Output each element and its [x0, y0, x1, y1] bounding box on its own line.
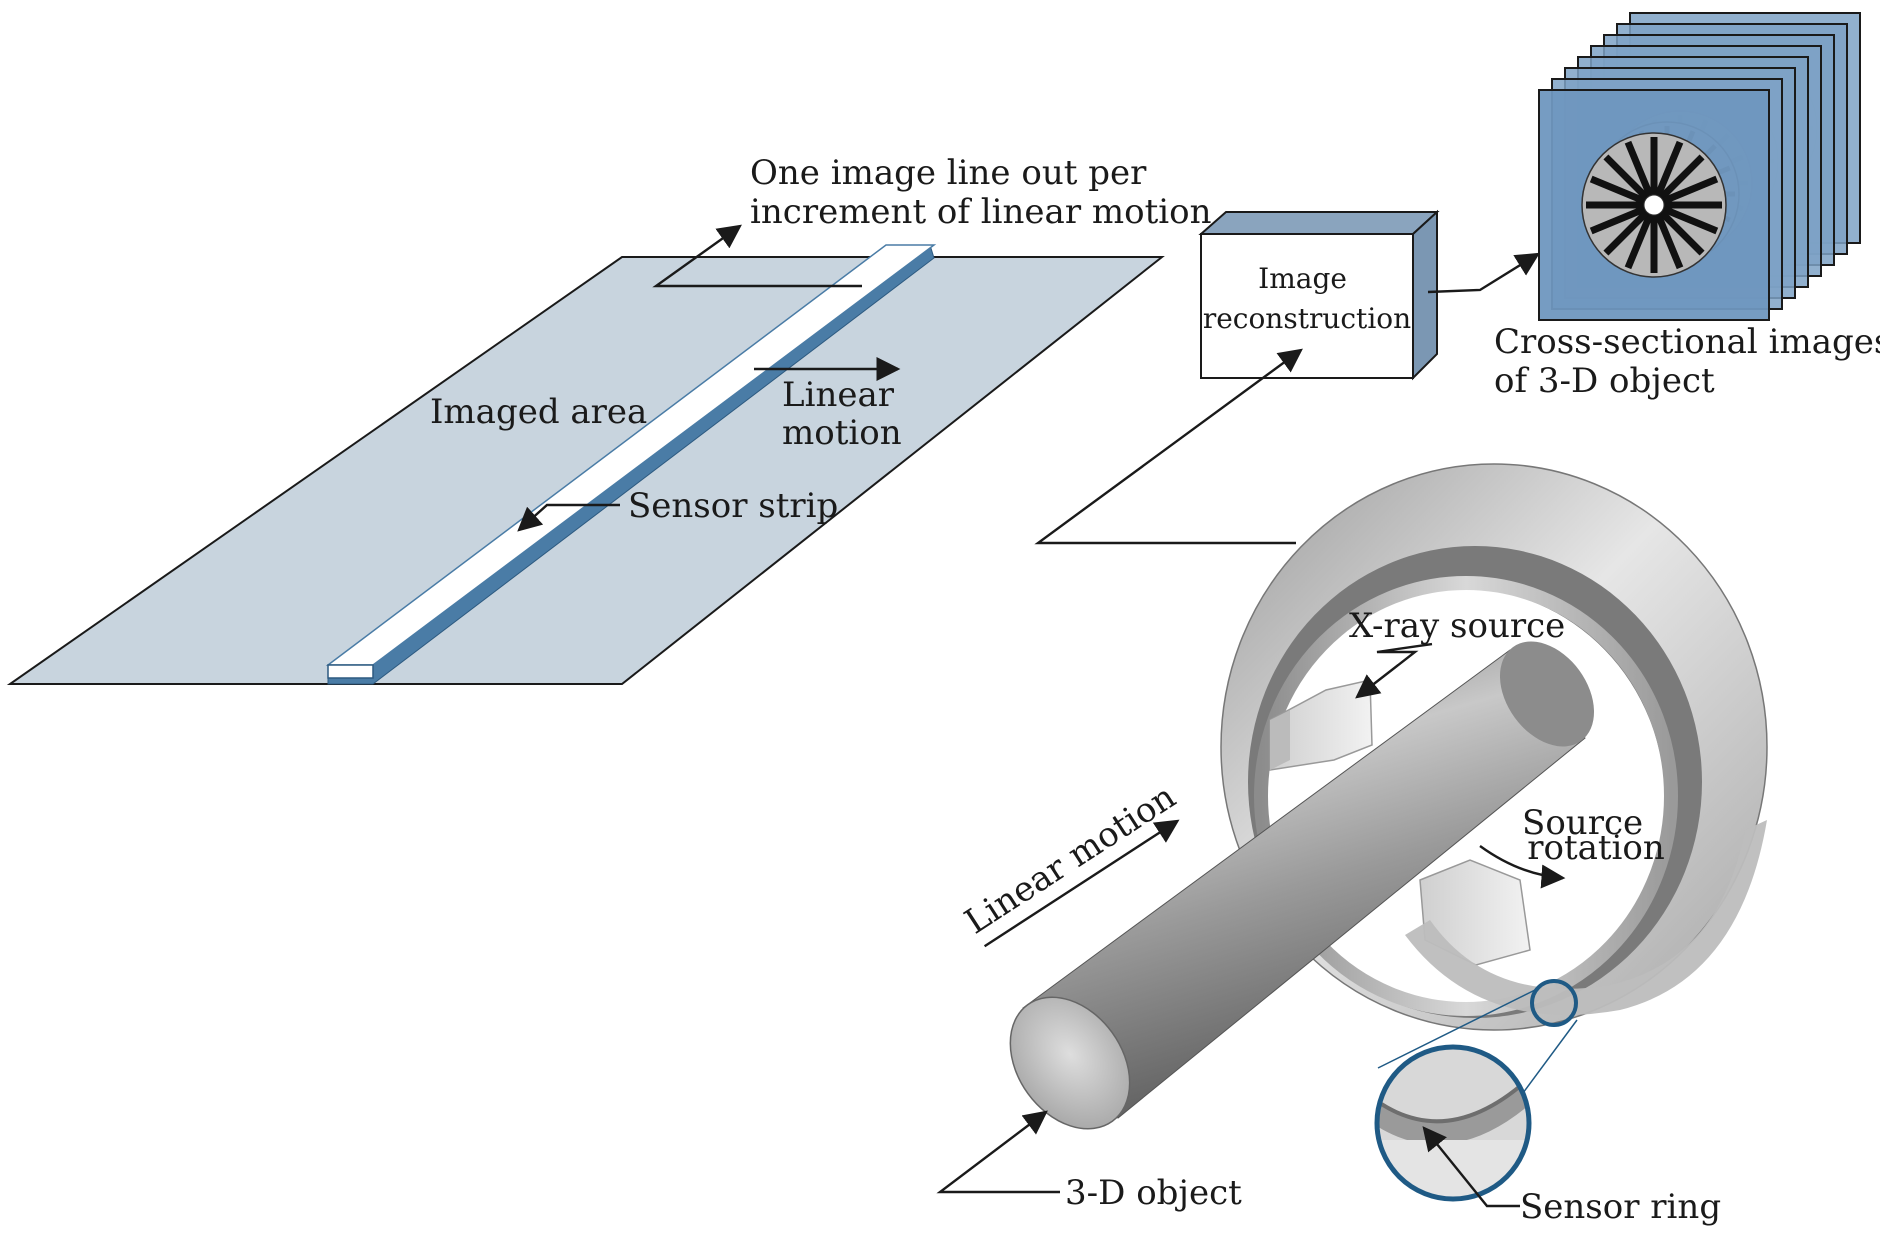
slice-spoke [1589, 201, 1656, 235]
source-rotation-label-line2: rotation [1527, 828, 1665, 868]
sensor-strip-end [327, 664, 374, 679]
object-3d-arrow [936, 1110, 1060, 1194]
source-rotation-label-line1: Source [1522, 803, 1643, 843]
x-ray-source-label: X-ray source [1349, 606, 1565, 646]
gantry-inner-band [1254, 576, 1678, 1016]
recon-box-label-line2: reconstruction [1203, 302, 1411, 335]
magnifier-source-circle [1530, 979, 1578, 1027]
object-3d-label: 3-D object [1065, 1173, 1242, 1213]
sensor-ring-arrow [1422, 1126, 1520, 1208]
object-cylinder-front-cap [1009, 996, 1131, 1130]
slice-hub [1643, 194, 1665, 216]
slice-spoke [1652, 201, 1719, 235]
magnifier-lower [1377, 1140, 1529, 1199]
cross-section-label: Cross-sectional images of 3-D object [1494, 322, 1880, 401]
source-rotation-arrow [1479, 845, 1566, 889]
magnifier-line-left [1377, 989, 1536, 1069]
slice-spoke [1651, 202, 1705, 256]
recon-box-side [1412, 209, 1438, 381]
recon-box-front [1200, 233, 1414, 379]
linear-motion-label-plane-line2: motion [782, 413, 902, 453]
slice-spoke [1603, 202, 1657, 256]
cross-section-label-line2: of 3-D object [1494, 361, 1715, 401]
object-cylinder-back-cap [1499, 641, 1595, 747]
magnifier-ring-band [1377, 1072, 1529, 1145]
recon-to-slices-arrow [1427, 252, 1541, 294]
sensor-ring-label: Sensor ring [1520, 1187, 1721, 1227]
image-line-out-label-line2: increment of linear motion [750, 192, 1212, 232]
linear-motion-label-plane-line1: Linear [782, 375, 895, 415]
x-ray-source-face [1270, 710, 1290, 770]
sensor-strip-arrow [517, 503, 620, 532]
recon-box-label-line1: Image [1258, 262, 1347, 295]
image-line-out-label-line1: One image line out per [750, 153, 1147, 193]
linear-motion-arrow-cylinder [983, 819, 1180, 948]
cross-section-label-line1: Cross-sectional images [1494, 322, 1880, 362]
image-reconstruction-box: Image reconstruction [1198, 209, 1440, 381]
magnifier-line-right [1522, 1019, 1578, 1094]
slice-spoke [1624, 140, 1658, 207]
sensor-strip-label: Sensor strip [628, 486, 838, 526]
image-line-out-arrow [652, 224, 862, 288]
source-rotation-label: Source rotation [1522, 803, 1665, 868]
imaged-plane-group [6, 244, 1165, 685]
slice-spoke [1651, 154, 1705, 208]
linear-motion-label-plane: Linear motion [782, 375, 905, 453]
slice-spoke [1652, 175, 1719, 209]
slice-spoke [1650, 203, 1684, 270]
ring-to-recon-arrow [1034, 348, 1303, 545]
recon-box-label: Image reconstruction [1203, 262, 1411, 335]
slice-spoke [1624, 203, 1658, 270]
cross-section-stack [1538, 12, 1861, 321]
imaged-area-label: Imaged area [430, 392, 647, 432]
recon-box-top [1198, 211, 1440, 235]
slice-spoke [1603, 154, 1657, 208]
slice-spoke [1589, 175, 1656, 209]
x-ray-source-arrow [1355, 642, 1433, 699]
ct-scanner [1009, 463, 1768, 1130]
magnifier-circle [1374, 1044, 1532, 1202]
gantry-ring-front-arc [1405, 820, 1767, 1015]
slice-spoke [1650, 140, 1684, 207]
image-line-out-label: One image line out per increment of line… [750, 153, 1212, 232]
